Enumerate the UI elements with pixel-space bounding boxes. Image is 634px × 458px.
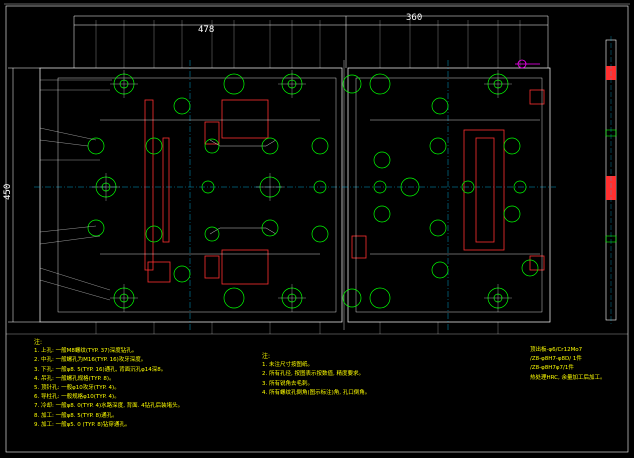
- notes-left-line: 7. 冷却: 一般φ8. 0(TYP. 4)水路深度, 背面. 4钻孔后装堵头。: [34, 403, 184, 410]
- notes-right-line: 热处理HRC, 余量加工后加工。: [530, 374, 606, 381]
- notes-right-line: 顶出板-φ6/Cr12Mo7: [530, 347, 583, 353]
- leader-lines: [39, 79, 112, 301]
- notes-right-line: /Z8-φ8H7-φ8D/ 1件: [530, 356, 582, 363]
- notes-mid-line: 1. 未注尺寸按图纸。: [262, 362, 313, 369]
- notes-mid-line: 4. 所有螺纹孔倒角(图示标注)角, 孔口倒角。: [262, 389, 371, 396]
- left-dimension: [8, 67, 40, 323]
- hole-row-lower: [87, 205, 521, 243]
- plate-left-outline: [39, 67, 343, 323]
- notes-left-line: 9. 加工: 一般φ5. 0 (TYP. 8)钻穿通孔。: [34, 421, 131, 428]
- hole-row-upper: [87, 137, 521, 169]
- notes-mid-line: 3. 所有锐角去毛刺。: [262, 380, 313, 387]
- left-pockets: [144, 99, 269, 285]
- notes-mid-line: 2. 所有孔径, 按图表示按数值, 精度要求。: [262, 371, 364, 378]
- notes-left: 注: 1. 上孔: 一般M8螺纹(TYP. 37)深度钻孔。 2. 中孔: 一般…: [34, 338, 183, 430]
- notes-right-line: /Z8-φ8H7φ7/1件: [530, 365, 574, 372]
- notes-left-line: 2. 中孔: 一般螺孔为M16(TYP. 16)攻牙深度。: [34, 357, 147, 364]
- holes: [87, 73, 539, 309]
- notes-left-line: 3. 下孔: 一般φ8. 5(TYP. 16)通孔, 背面沉孔φ14深8。: [34, 366, 167, 373]
- side-view: [605, 36, 617, 324]
- notes-left-line: 5. 顶针孔: 一般φ10攻牙(TYP. 4)。: [34, 385, 120, 392]
- right-pockets: [351, 89, 545, 271]
- notes-middle: 注: 1. 未注尺寸按图纸。 2. 所有孔径, 按图表示按数值, 精度要求。 3…: [262, 352, 370, 398]
- notes-right: 顶出板-φ6/Cr12Mo7 /Z8-φ8H7-φ8D/ 1件 /Z8-φ8H7…: [530, 346, 606, 383]
- magenta-marker: [515, 59, 540, 69]
- notes-left-line: 1. 上孔: 一般M8螺纹(TYP. 37)深度钻孔。: [34, 348, 138, 355]
- drawing-border: [5, 5, 629, 453]
- hole-crosshairs: [92, 70, 512, 312]
- notes-left-line: 6. 导柱孔: 一般规格φ10(TYP. 4)。: [34, 394, 120, 401]
- top-dimension: [73, 15, 549, 68]
- plate-right-outline: [347, 67, 551, 323]
- internal-geometry: [57, 77, 543, 313]
- hole-row-bottom: [113, 259, 539, 309]
- notes-left-title: 注:: [34, 339, 43, 346]
- notes-left-line: 4. 吊孔: 一般螺孔规格(TYP. 8)。: [34, 375, 115, 382]
- dim-width-right: 360: [406, 13, 422, 23]
- dim-height: 450: [3, 184, 13, 200]
- dim-width-left: 478: [198, 25, 214, 35]
- notes-mid-title: 注:: [262, 353, 271, 360]
- hole-row-top: [113, 73, 509, 115]
- notes-left-line: 8. 加工: 一般φ8. 5(TYP. 8)通孔。: [34, 412, 118, 419]
- hole-extension-lines: [95, 20, 521, 334]
